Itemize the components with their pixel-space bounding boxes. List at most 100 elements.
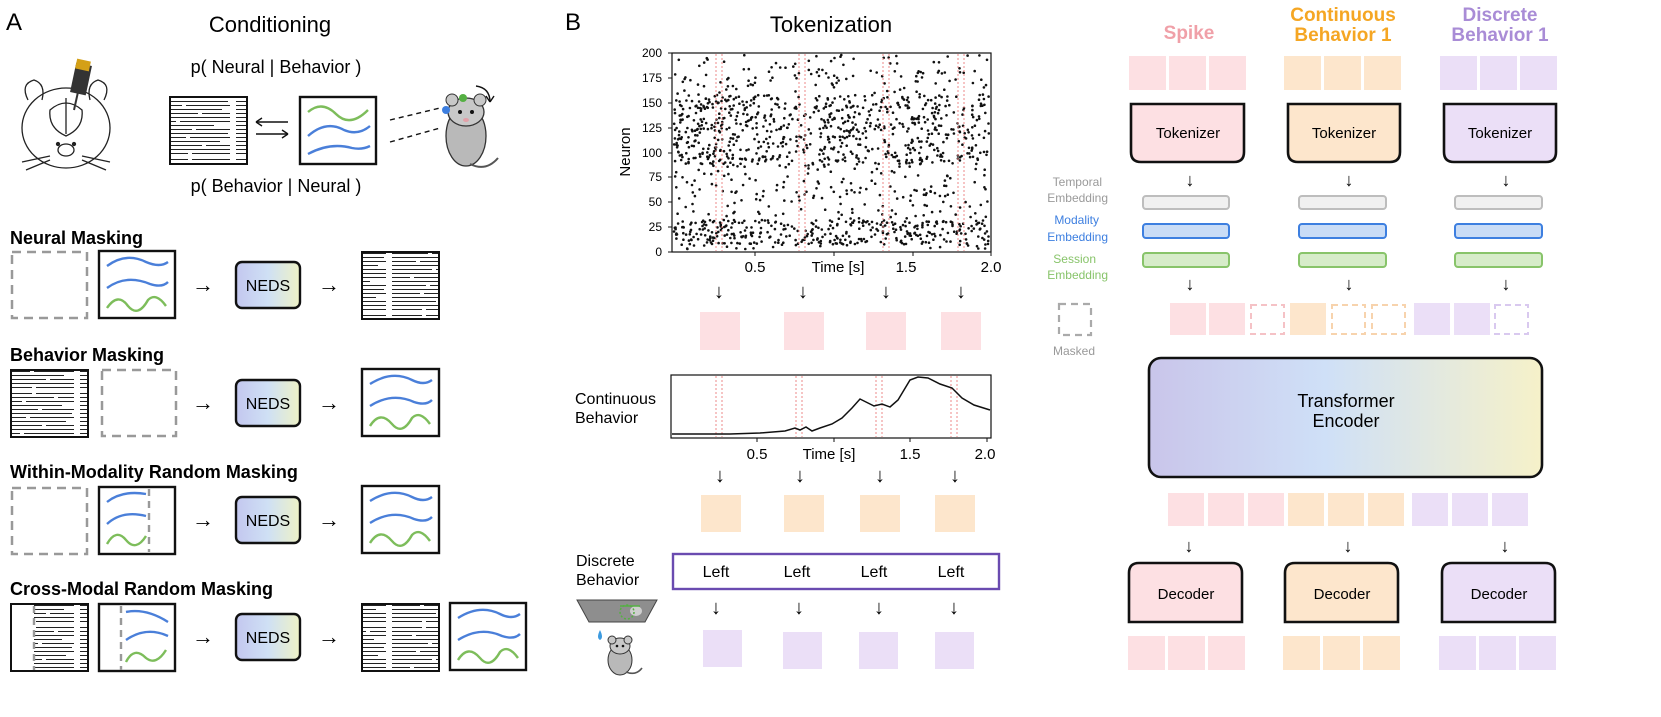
spike-dot (702, 117, 706, 121)
spike-dot (975, 118, 979, 122)
spike-dot (909, 234, 913, 237)
spike-dot (707, 147, 710, 150)
spike-dot (794, 243, 798, 247)
spike-dot (793, 62, 797, 66)
spike-dot (970, 134, 974, 137)
spike-dot (915, 117, 918, 121)
spike-dot (797, 95, 800, 99)
spike-dot (709, 161, 712, 165)
spike-dot (844, 220, 848, 224)
spike-dot (708, 219, 712, 222)
spike-dot (815, 99, 819, 102)
spike-dot (921, 223, 924, 227)
spike-dot (910, 237, 913, 241)
spike-dot (931, 106, 934, 110)
spike-dot (769, 113, 773, 116)
spike-dot (745, 106, 748, 109)
spike-dot (764, 159, 767, 163)
spike-dot (812, 194, 816, 198)
spike-dot (865, 121, 868, 124)
spike-dot (983, 247, 987, 250)
spike-dot (745, 100, 748, 104)
spike-dot (723, 242, 726, 245)
spike-dot (869, 121, 872, 125)
spike-dot (816, 238, 819, 241)
spike-dot (685, 180, 689, 184)
spike-dot (802, 179, 806, 183)
spike-dot (831, 226, 835, 230)
arrow-down-icon: ↓ (1186, 274, 1195, 294)
spike-dot (821, 68, 824, 72)
spike-dot (747, 67, 751, 71)
spike-dot (689, 238, 693, 241)
spike-dot (977, 247, 980, 250)
spike-dot (845, 135, 849, 139)
spike-dot (939, 233, 942, 237)
spike-dot (906, 96, 910, 99)
spike-dot (859, 186, 862, 190)
spike-dot (763, 114, 767, 117)
spike-dot (743, 229, 747, 232)
spike-dot (744, 236, 747, 239)
spike-dot (675, 126, 678, 130)
spike-dot (738, 157, 742, 161)
spike-dot (756, 162, 759, 166)
spike-dot (970, 224, 973, 228)
spike-dot (794, 90, 797, 93)
spike-dot (786, 126, 789, 130)
y-tick: 175 (642, 71, 662, 85)
spike-dot (879, 172, 883, 175)
spike-dot (734, 118, 738, 122)
spike-dot (947, 159, 951, 163)
spike-dot (725, 152, 728, 156)
spike-dot (820, 228, 824, 231)
row-title-cross: Cross-Modal Random Masking (10, 579, 273, 599)
spike-dot (937, 132, 940, 135)
spike-dot (716, 138, 720, 142)
spike-dot (732, 97, 736, 101)
spike-dot (783, 199, 786, 202)
spike-dot (977, 133, 981, 137)
spike-dot (795, 191, 798, 194)
arrow-down-icon: ↓ (798, 281, 808, 303)
discrete-token (703, 630, 742, 667)
spike-dot (713, 125, 716, 129)
spike-dot (737, 221, 741, 225)
spike-dot (777, 238, 780, 242)
spike-dot (959, 224, 962, 228)
spike-dot (915, 189, 918, 192)
spike-dot (848, 116, 851, 119)
spike-dot (700, 120, 704, 123)
spike-dot (718, 112, 721, 115)
spike-dot (938, 210, 942, 213)
spike-dot (848, 131, 851, 134)
spike-dot (838, 241, 842, 244)
spike-dot (934, 107, 938, 110)
spike-dot (816, 180, 820, 183)
spike-dot (708, 238, 711, 242)
spike-dot (781, 145, 784, 148)
spike-dot (933, 234, 937, 238)
spike-dot (878, 123, 881, 126)
spike-dot (982, 150, 986, 154)
spike-dot (747, 79, 750, 82)
spike-dot (819, 132, 823, 135)
spike-dot (873, 91, 876, 95)
spike-dot (987, 95, 990, 98)
spike-dot (895, 54, 898, 58)
spike-dot (712, 164, 715, 168)
spike-dot (893, 90, 896, 94)
spike-dot (870, 220, 874, 224)
spike-dot (823, 208, 827, 211)
spike-dot (916, 136, 920, 140)
tokenizer-label: Tokenizer (1468, 125, 1532, 142)
spike-dot (731, 222, 734, 225)
spike-dot (827, 121, 830, 124)
spike-dot (772, 117, 776, 121)
spike-dot (688, 242, 692, 246)
temporal-embedding-line1: Temporal (1053, 175, 1102, 189)
spike-dot (694, 105, 697, 108)
spike-dot (805, 190, 808, 194)
spike-dot (939, 159, 943, 162)
spike-dot (915, 90, 918, 93)
